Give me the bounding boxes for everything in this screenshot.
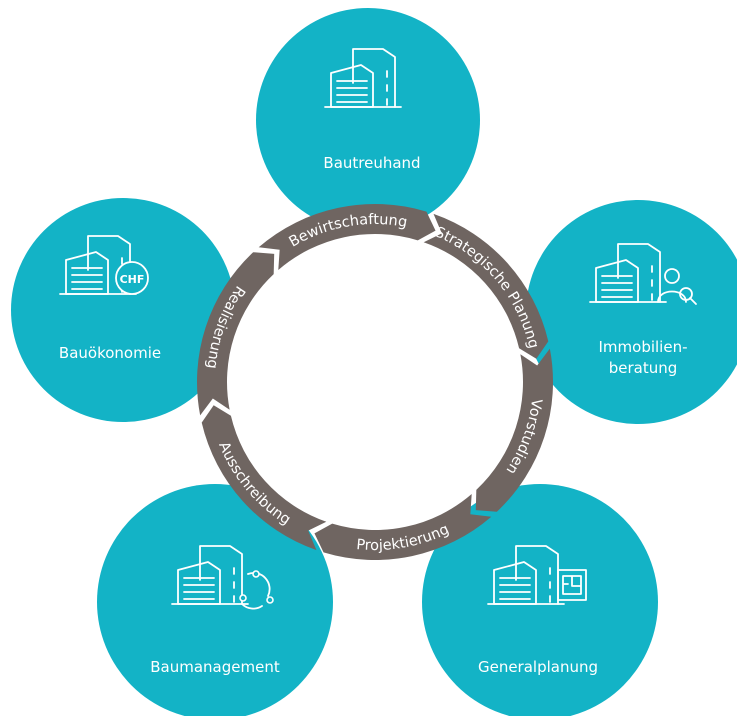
phase-segment-ausschreibung[interactable] <box>201 405 327 551</box>
building-floor-lines <box>499 577 531 600</box>
cycle-arc-2 <box>241 603 263 610</box>
building-back-outline <box>87 235 131 295</box>
blueprint-plan <box>562 575 582 595</box>
building-icon <box>324 48 402 108</box>
building-consultant-icon <box>589 243 697 305</box>
phase-segment-bewirtschaftung[interactable] <box>258 204 436 270</box>
service-label: Immobilien- <box>599 338 688 356</box>
cycle-node <box>266 596 274 604</box>
service-label: beratung <box>609 359 678 377</box>
phase-segment-realisierung[interactable] <box>197 252 275 416</box>
service-label: Bauökonomie <box>59 344 161 362</box>
chf-coin <box>115 261 149 295</box>
building-floor-lines <box>601 275 633 298</box>
magnifier-handle <box>689 297 697 305</box>
building-cycle-icon <box>171 545 274 610</box>
service-baumanagement[interactable]: Baumanagement <box>97 484 333 716</box>
service-label: Baumanagement <box>150 658 280 676</box>
building-back-outline <box>352 48 396 108</box>
blueprint-sheet <box>557 569 587 601</box>
building-back-outline <box>617 243 661 303</box>
service-circle <box>97 484 333 716</box>
service-circle <box>256 8 480 232</box>
service-label: Bautreuhand <box>323 154 420 172</box>
building-floor-lines <box>336 80 368 103</box>
service-bautreuhand[interactable]: Bautreuhand <box>256 8 480 232</box>
building-back-outline <box>199 545 243 605</box>
building-blueprint-icon <box>487 545 587 605</box>
service-bauoekonomie[interactable]: CHF Bauökonomie <box>11 198 235 422</box>
building-floor-lines <box>183 577 215 600</box>
service-circle <box>526 200 737 424</box>
phase-segment-projektierung[interactable] <box>314 494 492 560</box>
cycle-arc-1 <box>247 572 271 597</box>
building-chf-icon: CHF <box>59 235 149 295</box>
service-circle <box>11 198 235 422</box>
cycle-node <box>252 570 260 578</box>
building-floor-lines <box>71 267 103 290</box>
phase-segment-vorstudien[interactable] <box>475 348 553 512</box>
person-body <box>657 290 687 303</box>
ring-center <box>227 234 523 530</box>
magnifier-lens <box>679 287 693 301</box>
chf-badge-text: CHF <box>120 273 145 286</box>
service-immobilienberatung[interactable]: Immobilien-beratung <box>526 200 737 424</box>
cycle-node <box>239 594 247 602</box>
phase-segment-strategische-planung[interactable] <box>423 213 549 359</box>
service-circle <box>422 484 658 716</box>
person-head <box>664 268 680 284</box>
service-label: Generalplanung <box>478 658 598 676</box>
service-generalplanung[interactable]: Generalplanung <box>422 484 658 716</box>
